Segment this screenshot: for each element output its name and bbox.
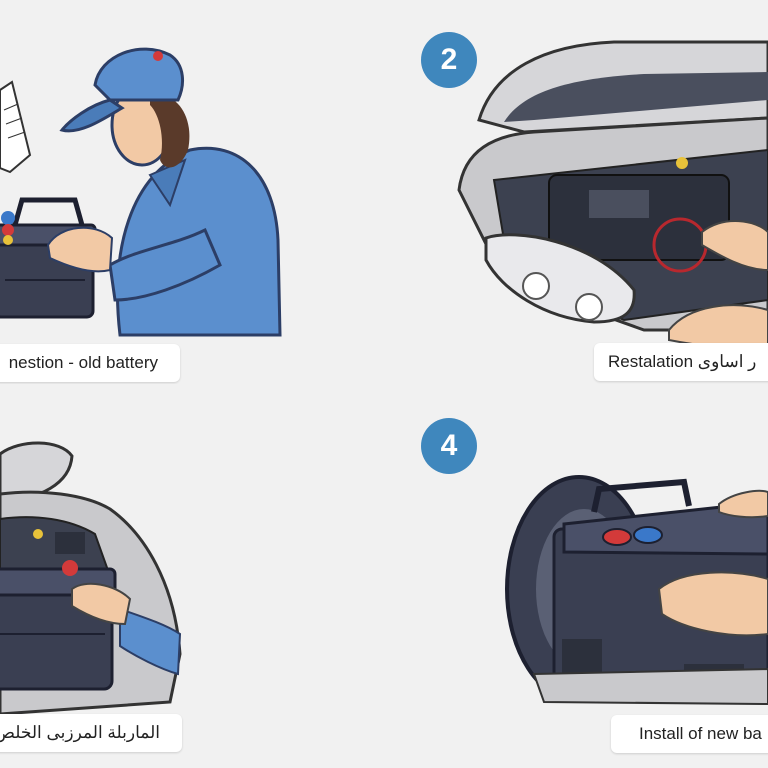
caption-text: Restalation ر اساوى <box>608 352 757 371</box>
step-4-panel: 4 Install of new ba <box>384 384 768 768</box>
step-caption: Install of new ba <box>611 715 768 753</box>
caption-text: Install of new ba <box>639 724 762 743</box>
battery-icon <box>0 560 117 691</box>
step-caption: nestion - old battery <box>0 344 180 382</box>
document-icon <box>0 80 32 174</box>
step-number-badge: 4 <box>421 418 477 474</box>
step-caption: Restalation ر اساوى <box>594 343 768 381</box>
caption-text: nestion - old battery <box>8 353 158 372</box>
headlight-icon <box>484 233 636 324</box>
car-hood-illustration <box>457 40 768 352</box>
caption-text: الماربلة المرزبى الخلص <box>0 723 160 742</box>
mechanic-illustration <box>0 47 282 337</box>
step-number-badge: 2 <box>421 32 477 88</box>
step-3-panel: الماربلة المرزبى الخلص <box>0 384 384 768</box>
step-number: 2 <box>440 43 458 76</box>
battery-install-illustration <box>505 475 768 706</box>
car-hood-illustration <box>0 441 182 716</box>
step-1-panel: nestion - old battery <box>0 0 384 384</box>
step-2-panel: 2 Restalation ر اساوى <box>384 0 768 384</box>
step-number: 4 <box>440 429 458 462</box>
step-caption: الماربلة المرزبى الخلص <box>0 714 182 752</box>
